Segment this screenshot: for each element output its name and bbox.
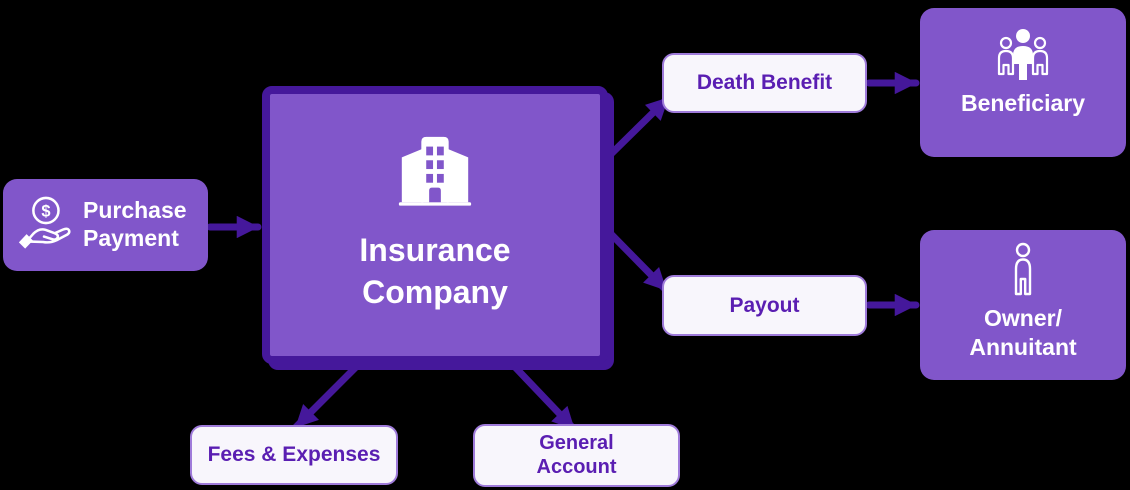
node-payout: Payout — [662, 275, 867, 336]
owner-annuitant-label: Owner/ Annuitant — [969, 305, 1077, 360]
general-account-label: General Account — [536, 431, 617, 478]
beneficiary-label: Beneficiary — [960, 90, 1085, 116]
node-fees-expenses: Fees & Expenses — [190, 425, 398, 485]
arrow-insurance-to-general-account — [510, 362, 578, 433]
arrow-insurance-to-fees — [292, 362, 361, 431]
node-owner-annuitant: Owner/ Annuitant — [920, 230, 1126, 380]
hand-holding-dollar-icon: $ — [18, 196, 71, 249]
person-icon — [1014, 242, 1032, 296]
payout-label: Payout — [729, 293, 800, 317]
node-purchase-payment: $ Purchase Payment — [3, 179, 208, 271]
svg-text:$: $ — [41, 202, 50, 220]
insurance-company-label: Insurance Company — [359, 232, 511, 310]
node-insurance-company: Insurance Company — [262, 86, 608, 364]
purchase-payment-label: Purchase Payment — [83, 197, 187, 251]
arrow-insurance-to-payout — [604, 227, 670, 294]
building-icon — [398, 136, 472, 206]
people-group-icon — [997, 29, 1049, 80]
fees-expenses-label: Fees & Expenses — [207, 443, 381, 466]
node-general-account: General Account — [473, 424, 680, 487]
death-benefit-label: Death Benefit — [696, 71, 833, 94]
node-death-benefit: Death Benefit — [662, 53, 867, 113]
node-beneficiary: Beneficiary — [920, 8, 1126, 157]
arrow-insurance-to-death-benefit — [604, 94, 672, 161]
